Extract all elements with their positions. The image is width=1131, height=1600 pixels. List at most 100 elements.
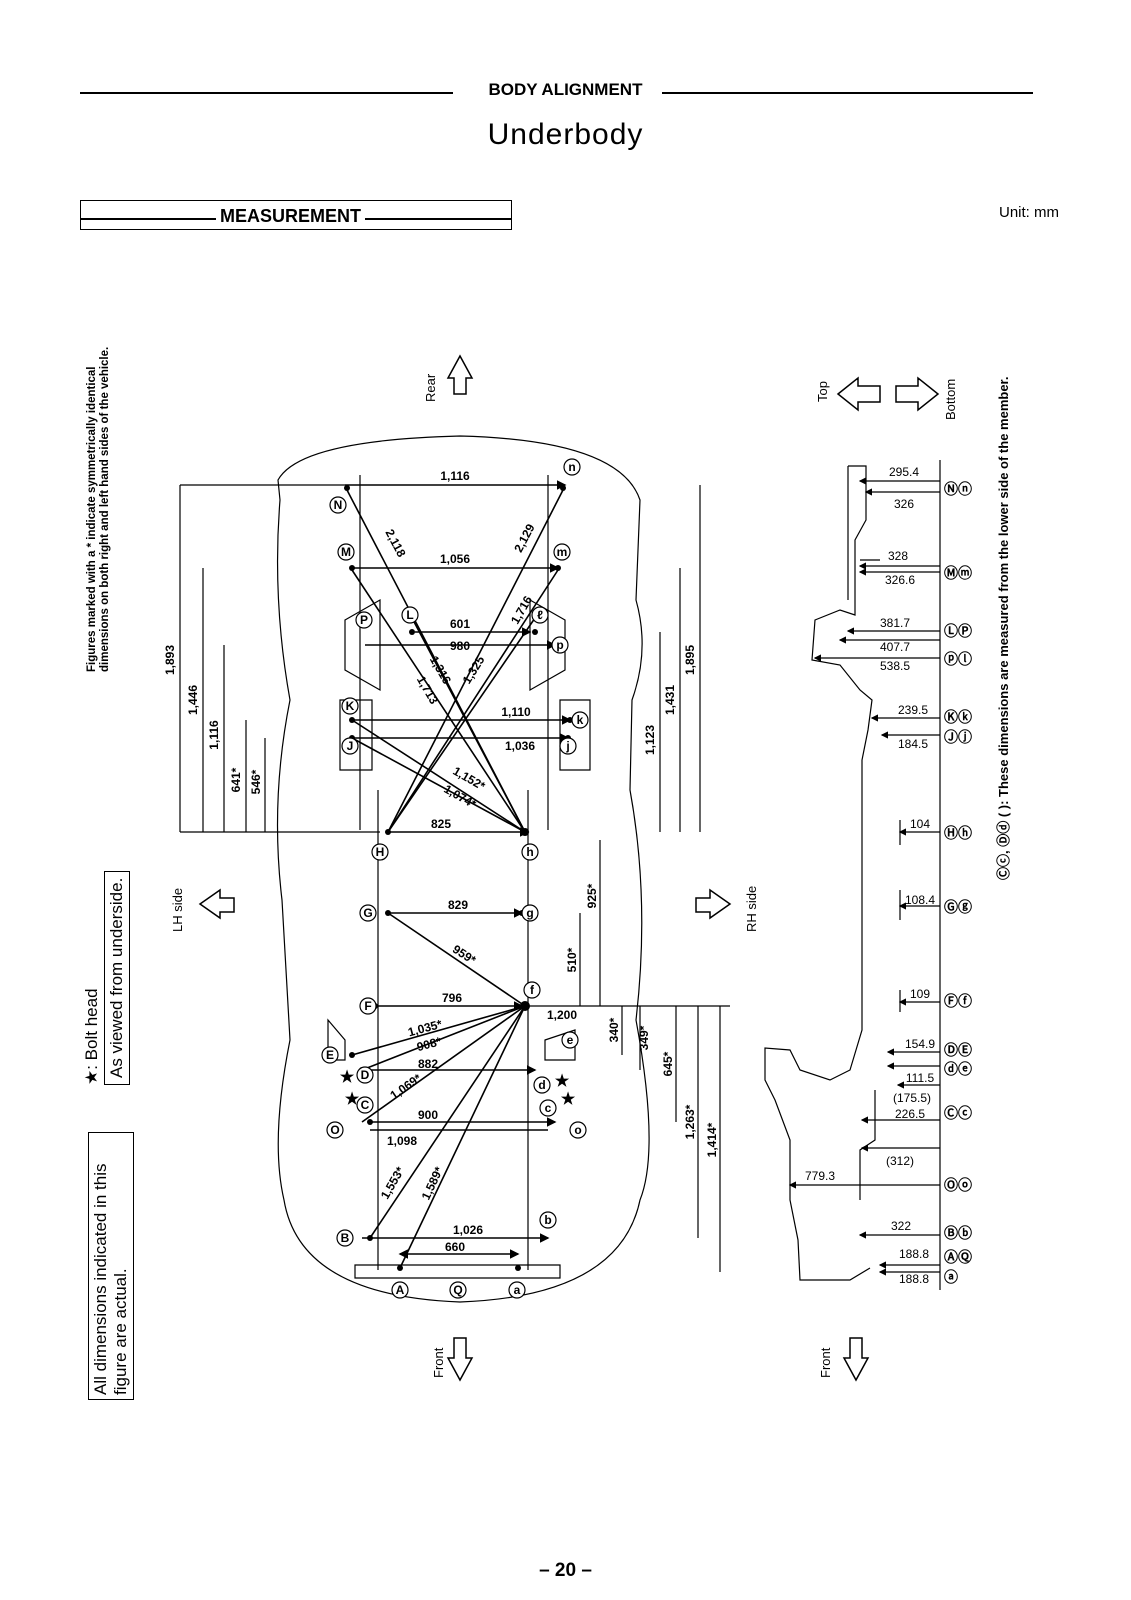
diagonal-dimensions (346, 489, 564, 1269)
svg-text:ℓ: ℓ (537, 608, 543, 622)
svg-text:g: g (526, 906, 533, 920)
length-dimensions (179, 484, 730, 1272)
side-view-outline (764, 465, 880, 1281)
svg-text:B: B (341, 1231, 350, 1245)
svg-text:★: ★ (340, 1069, 355, 1086)
svg-text:p: p (556, 638, 563, 652)
svg-text:908*: 908* (415, 1034, 443, 1054)
svg-text:349*: 349* (637, 1025, 651, 1050)
svg-text:295.4: 295.4 (889, 465, 919, 479)
svg-text:1,325: 1,325 (460, 653, 488, 686)
svg-text:1,026: 1,026 (453, 1223, 483, 1237)
svg-text:L: L (406, 608, 413, 622)
svg-text:1,716: 1,716 (508, 593, 535, 626)
svg-text:ⓐ: ⓐ (944, 1269, 958, 1285)
svg-text:959*: 959* (450, 942, 479, 967)
measurement-box: MEASUREMENT (80, 200, 512, 230)
svg-text:o: o (574, 1123, 581, 1137)
svg-text:546*: 546* (249, 769, 263, 794)
svg-text:h: h (526, 845, 533, 859)
svg-text:184.5: 184.5 (898, 737, 928, 751)
svg-text:1,414*: 1,414* (705, 1122, 719, 1157)
svg-text:660: 660 (445, 1240, 465, 1254)
svg-text:Ⓙⓙ: Ⓙⓙ (944, 729, 972, 745)
svg-text:Ⓒⓒ: Ⓒⓒ (944, 1105, 972, 1121)
svg-text:ⓁⓅ: ⓁⓅ (944, 623, 972, 639)
svg-text:825: 825 (431, 817, 451, 831)
svg-text:J: J (347, 739, 354, 753)
svg-text:104: 104 (910, 817, 930, 831)
svg-text:ⓓⓔ: ⓓⓔ (944, 1061, 972, 1077)
svg-text:226.5: 226.5 (895, 1107, 925, 1121)
front-side-arrow (842, 1337, 870, 1382)
svg-text:Ⓖⓖ: Ⓖⓖ (944, 899, 972, 915)
svg-text:538.5: 538.5 (880, 659, 910, 673)
svg-text:239.5: 239.5 (898, 703, 928, 717)
svg-text:510*: 510* (565, 947, 579, 972)
svg-text:Ⓗⓗ: Ⓗⓗ (944, 825, 972, 841)
svg-text:601: 601 (450, 617, 470, 631)
svg-text:645*: 645* (661, 1051, 675, 1076)
svg-text:328: 328 (888, 549, 908, 563)
svg-text:N: N (334, 498, 343, 512)
svg-text:c: c (545, 1101, 552, 1115)
svg-text:Ⓜⓜ: Ⓜⓜ (944, 565, 972, 581)
page-title: Underbody (487, 118, 644, 151)
svg-text:d: d (538, 1078, 545, 1092)
svg-text:b: b (544, 1213, 551, 1227)
svg-text:326: 326 (894, 497, 914, 511)
page-number: – 20 – (539, 1560, 592, 1581)
svg-text:925*: 925* (585, 883, 599, 908)
svg-text:(312): (312) (886, 1154, 914, 1168)
svg-text:★: ★ (561, 1091, 576, 1108)
svg-text:Ⓚⓚ: Ⓚⓚ (944, 709, 972, 725)
svg-text:1,200: 1,200 (547, 1008, 577, 1022)
svg-text:1,098: 1,098 (387, 1134, 417, 1148)
svg-text:O: O (330, 1123, 339, 1137)
svg-text:829: 829 (448, 898, 468, 912)
rh-arrow (695, 888, 732, 920)
svg-text:C: C (361, 1098, 370, 1112)
svg-text:a: a (514, 1283, 521, 1297)
svg-text:381.7: 381.7 (880, 616, 910, 630)
svg-text:(175.5): (175.5) (893, 1091, 931, 1105)
measurement-label: MEASUREMENT (216, 206, 366, 227)
svg-text:796: 796 (442, 991, 462, 1005)
svg-text:1,036: 1,036 (505, 739, 535, 753)
svg-text:★: ★ (555, 1073, 570, 1090)
svg-text:Ⓞⓞ: Ⓞⓞ (944, 1177, 972, 1193)
rear-arrow (446, 354, 474, 395)
svg-text:108.4: 108.4 (905, 893, 935, 907)
section-title: BODY ALIGNMENT (0, 80, 1131, 100)
svg-text:P: P (360, 613, 368, 627)
svg-text:1,123: 1,123 (643, 725, 657, 755)
svg-text:779.3: 779.3 (805, 1169, 835, 1183)
svg-text:H: H (376, 845, 385, 859)
dimension-values: 1,116 1,056 601 980 1,110 1,036 825 829 … (163, 469, 719, 1254)
svg-text:G: G (363, 906, 372, 920)
svg-text:326.6: 326.6 (885, 573, 915, 587)
svg-text:407.7: 407.7 (880, 640, 910, 654)
svg-text:1,895: 1,895 (683, 645, 697, 675)
svg-text:D: D (361, 1068, 370, 1082)
svg-text:ⒶⓆ: ⒶⓆ (944, 1249, 972, 1265)
svg-text:1,116: 1,116 (207, 720, 221, 750)
svg-text:1,893: 1,893 (163, 645, 177, 675)
svg-text:2,129: 2,129 (511, 521, 538, 554)
svg-text:154.9: 154.9 (905, 1037, 935, 1051)
svg-text:109: 109 (910, 987, 930, 1001)
svg-text:641*: 641* (229, 767, 243, 792)
header-rule-right (662, 92, 1033, 94)
svg-text:n: n (568, 460, 575, 474)
svg-text:ⓟⓛ: ⓟⓛ (944, 651, 972, 667)
svg-text:j: j (565, 739, 569, 753)
svg-text:1,263*: 1,263* (683, 1104, 697, 1139)
svg-text:ⒹⒺ: ⒹⒺ (944, 1042, 972, 1058)
svg-text:1,589*: 1,589* (419, 1164, 446, 1202)
svg-text:900: 900 (418, 1108, 438, 1122)
svg-text:1,116: 1,116 (440, 469, 470, 483)
svg-text:882: 882 (418, 1057, 438, 1071)
svg-text:K: K (346, 699, 355, 713)
svg-text:Q: Q (453, 1283, 462, 1297)
svg-text:k: k (577, 713, 584, 727)
